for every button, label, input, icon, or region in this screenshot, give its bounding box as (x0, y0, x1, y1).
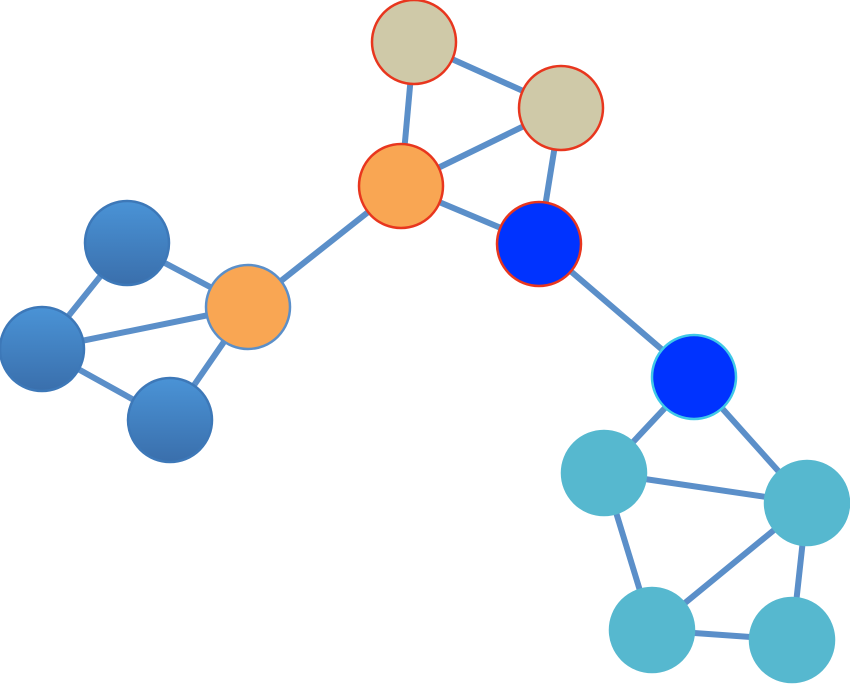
node-n8 (0, 305, 86, 393)
node-n10 (560, 429, 648, 517)
node-n7 (83, 199, 171, 287)
node-n4 (495, 200, 583, 288)
node-n9 (126, 376, 214, 464)
node-n2 (517, 64, 605, 152)
node-n3 (357, 142, 445, 230)
node-n11 (763, 459, 850, 547)
node-n13 (748, 596, 836, 684)
node-n1 (370, 0, 458, 86)
node-n12 (608, 586, 696, 674)
node-n5 (650, 333, 738, 421)
node-n6 (204, 263, 292, 351)
